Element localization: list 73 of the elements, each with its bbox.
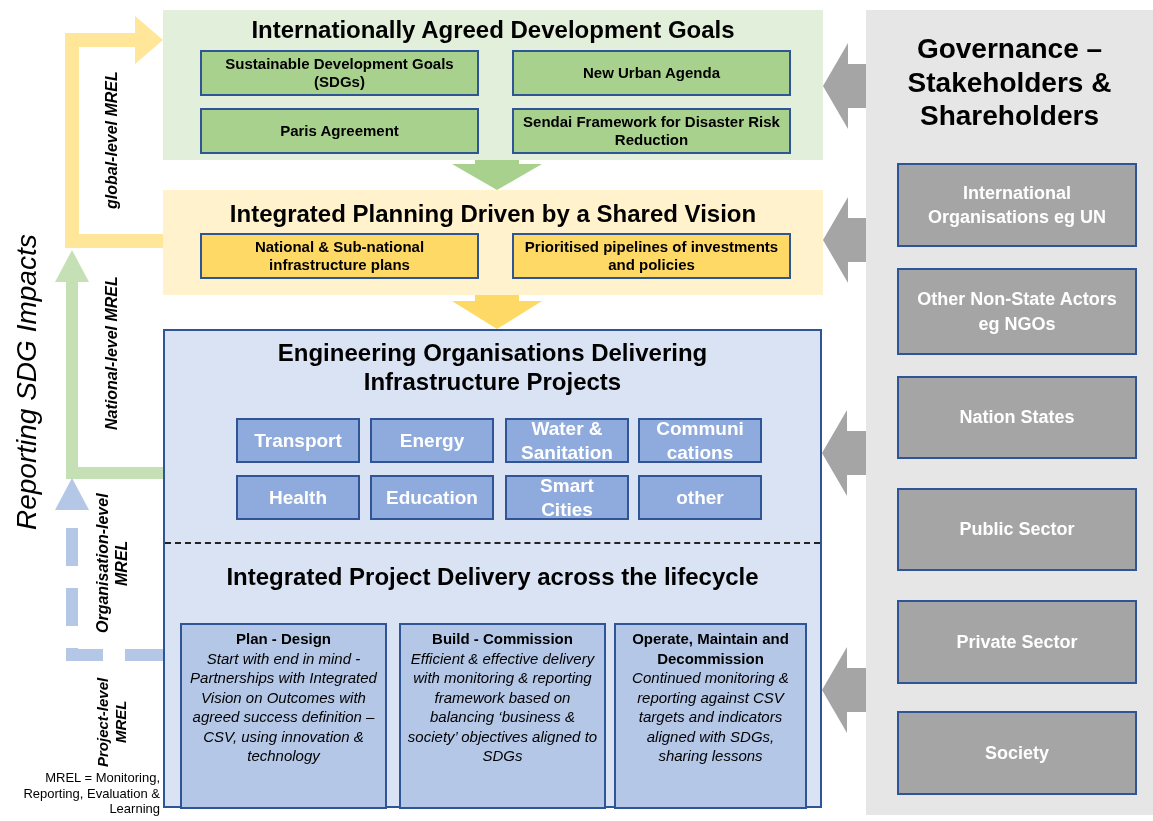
arrow [65,16,163,248]
stage-card [614,623,807,809]
stakeholder-box [897,711,1137,795]
panel-title: Integrated Project Delivery across the lifecycle [225,563,760,592]
panel-title: Internationally Agreed Development Goals [250,16,736,45]
box-label: New Urban Agenda [583,64,720,82]
box-label: Communi cations [655,416,745,465]
panel-title: Governance – Stakeholders & Shareholders [906,32,1113,133]
box-label: Transport [254,428,342,453]
box-label: Prioritised pipelines of investments and policies [523,238,780,274]
level-label: global-level MREL [102,70,122,211]
box-label: Education [386,485,478,510]
box-label: Other Non-State Actors eg NGOs [916,288,1118,336]
sector-box [638,418,762,463]
goal-box [200,50,479,96]
box-label: Smart Cities [539,473,595,522]
arrow [822,647,866,733]
stakeholder-box [897,268,1137,355]
section-panel [163,190,823,295]
sector-box [236,475,360,520]
goal-box [512,50,791,96]
box-label: Paris Agreement [280,122,399,140]
sector-box [370,475,494,520]
box-label: Water & Sanitation [520,416,614,465]
stage-heading: Build - Commission [432,629,573,649]
goal-box [512,108,791,154]
plan-box [512,233,791,279]
section-panel [163,329,822,808]
arrow [823,43,866,129]
box-label: National & Sub-national infrastructure plans [253,238,426,274]
box-label: Sustainable Development Goals (SDGs) [224,55,455,91]
box-label: Private Sector [956,630,1078,654]
box-label: Health [268,485,328,510]
stage-card [399,623,606,809]
sector-box [638,475,762,520]
sector-box [505,475,629,520]
box-label: International Organisations eg UN [927,181,1107,229]
sector-box [236,418,360,463]
stakeholder-box [897,376,1137,459]
arrow [822,410,866,496]
arrow [55,478,163,661]
stage-heading: Operate, Maintain and Decommission [631,629,790,668]
arrow [452,160,542,190]
side-title: Reporting SDG Impacts [10,233,44,532]
arrow [55,250,163,479]
goal-box [200,108,479,154]
stage-card [180,623,387,809]
box-label: Nation States [959,406,1075,430]
box-label: other [676,485,724,510]
level-label: Project-level MREL [93,676,130,769]
sector-box [370,418,494,463]
section-panel [163,10,823,160]
stage-description: Efficient & effective delivery with monitoring & reporting framework based on balancing ‘business & society’ objectives aligned to SDGs [407,648,598,766]
arrow [823,197,866,283]
box-label: Society [985,741,1049,765]
stage-description: Continued monitoring & reporting against CSV targets and indicators aligned with SDGs, sharing lessons [631,668,790,766]
level-label: Organisation-level MREL [92,492,131,635]
box-label: Energy [399,428,465,453]
plan-box [200,233,479,279]
sector-box [505,418,629,463]
arrow [452,295,542,329]
panel-title: Engineering Organisations Delivering Infrastructure Projects [276,339,709,397]
stakeholder-box [897,488,1137,571]
panel-title: Integrated Planning Driven by a Shared Vision [228,200,758,229]
stage-heading: Plan - Design [236,629,331,649]
stakeholder-box [897,600,1137,684]
stage-description: Start with end in mind - Partnerships with Integrated Vision on Outcomes with agreed success definition – CSV, using innovation & technology [189,648,378,766]
box-label: Sendai Framework for Disaster Risk Reduction [522,113,781,149]
footnote: MREL = Monitoring, Reporting, Evaluation & Learning [22,770,160,819]
level-label: National-level MREL [102,275,122,432]
box-label: Public Sector [959,518,1075,542]
stakeholder-box [897,163,1137,247]
section-panel [866,10,1153,815]
